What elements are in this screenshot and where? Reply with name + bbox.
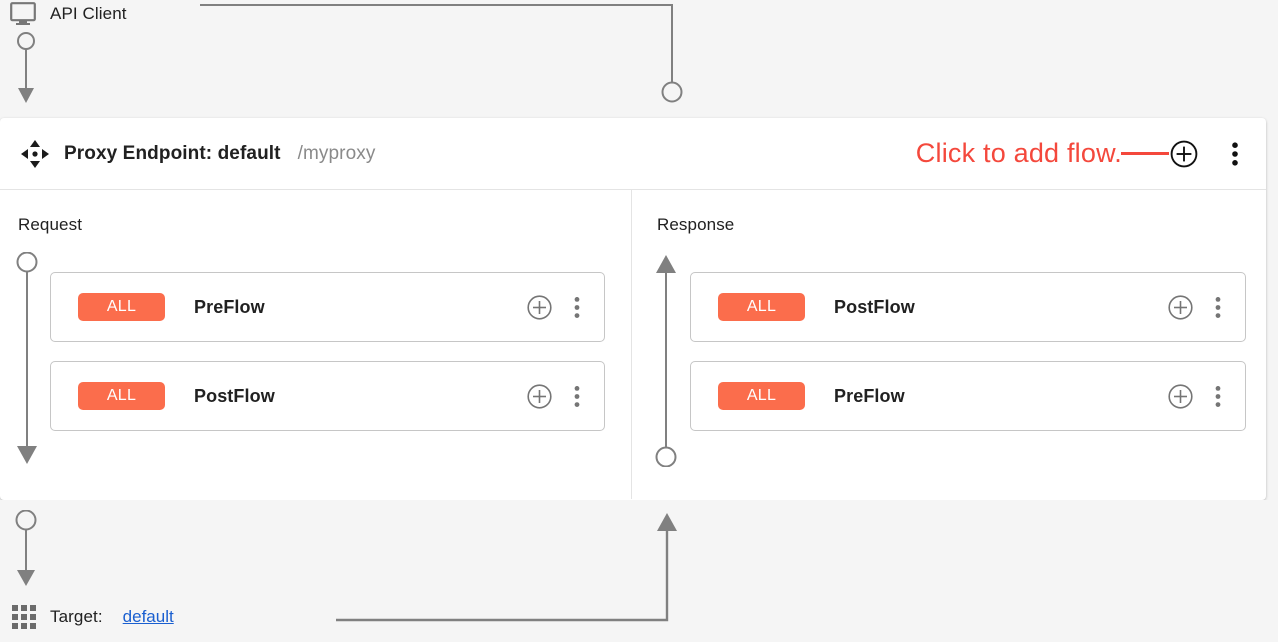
flow-name: PreFlow	[194, 296, 265, 317]
response-column: Response ALL PostFlow	[631, 190, 1266, 499]
flow-name: PostFlow	[834, 296, 915, 317]
response-column-title: Response	[657, 215, 735, 234]
flow-badge: ALL	[718, 382, 805, 410]
move-handle-icon[interactable]	[18, 139, 50, 169]
flow-add-step-button[interactable]	[1168, 383, 1193, 409]
request-flow-arrow-down	[16, 252, 38, 464]
proxy-endpoint-title: Proxy Endpoint: default	[64, 142, 281, 164]
flow-card-actions	[527, 294, 588, 320]
endpoint-add-flow-button[interactable]	[1170, 140, 1198, 168]
endpoint-header-actions: Click to add flow.	[916, 138, 1248, 169]
response-flow-arrow-up	[655, 255, 677, 467]
target-label: Target:	[50, 607, 103, 626]
api-client-band: API Client	[0, 0, 1278, 118]
flow-card[interactable]: ALL PostFlow	[690, 272, 1246, 342]
monitor-icon	[10, 2, 36, 26]
response-flow-cards: ALL PostFlow	[690, 272, 1246, 450]
proxy-endpoint-path: /myproxy	[297, 142, 376, 164]
endpoint-more-menu-button[interactable]	[1198, 140, 1248, 168]
target-node[interactable]: Target: default	[12, 605, 174, 629]
flow-more-menu-button[interactable]	[552, 295, 588, 320]
request-flow-cards: ALL PreFlow	[50, 272, 605, 450]
proxy-endpoint-panel: Proxy Endpoint: default /myproxy Click t…	[0, 118, 1266, 500]
flow-name: PreFlow	[834, 385, 905, 406]
flow-more-menu-button[interactable]	[1193, 295, 1229, 320]
flow-card[interactable]: ALL PreFlow	[690, 361, 1246, 431]
flow-badge: ALL	[78, 382, 165, 410]
flow-add-step-button[interactable]	[527, 383, 552, 409]
client-down-connector	[17, 32, 35, 103]
flow-card[interactable]: ALL PostFlow	[50, 361, 605, 431]
flow-add-step-button[interactable]	[527, 294, 552, 320]
request-column: Request ALL PreFlow	[0, 190, 631, 499]
flow-name: PostFlow	[194, 385, 275, 406]
api-client-node[interactable]: API Client	[10, 2, 127, 26]
client-to-endpoint-connector	[200, 4, 683, 103]
target-default-link[interactable]: default	[122, 607, 174, 626]
flow-more-menu-button[interactable]	[1193, 384, 1229, 409]
endpoint-to-target-connector	[15, 510, 37, 586]
flow-columns: Request ALL PreFlow	[0, 190, 1266, 499]
target-to-endpoint-connector	[336, 513, 677, 622]
target-band: Target: default	[0, 500, 1278, 642]
request-column-title: Request	[18, 215, 83, 234]
flow-card-actions	[1168, 294, 1229, 320]
api-client-label: API Client	[50, 4, 127, 23]
flow-add-step-button[interactable]	[1168, 294, 1193, 320]
flow-card[interactable]: ALL PreFlow	[50, 272, 605, 342]
grid-apps-icon	[12, 605, 36, 629]
add-flow-annotation: Click to add flow.	[915, 138, 1122, 168]
flow-card-actions	[1168, 383, 1229, 409]
proxy-endpoint-header: Proxy Endpoint: default /myproxy Click t…	[0, 118, 1266, 190]
annotation-pointer-line	[1121, 152, 1169, 155]
flow-card-actions	[527, 383, 588, 409]
flow-badge: ALL	[718, 293, 805, 321]
flow-badge: ALL	[78, 293, 165, 321]
flow-more-menu-button[interactable]	[552, 384, 588, 409]
